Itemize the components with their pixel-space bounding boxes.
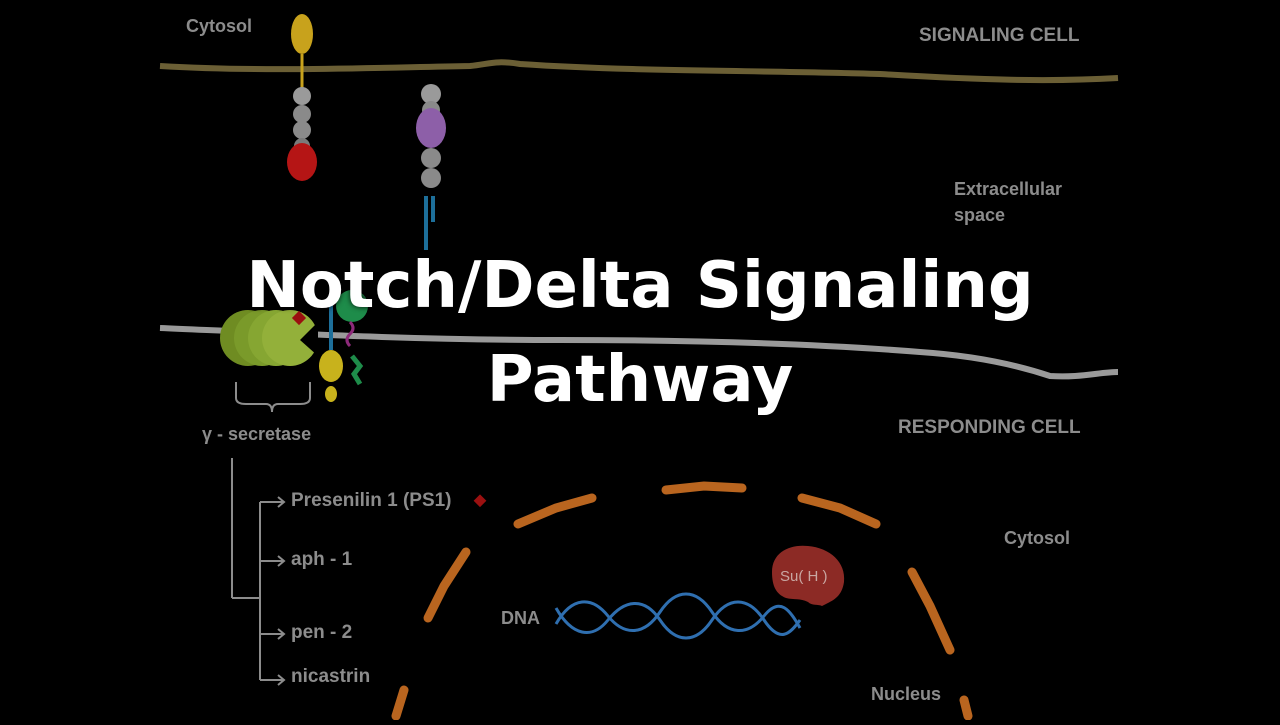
gamma-secretase-complex [220, 310, 318, 366]
component-tree [231, 458, 286, 686]
notch-receptor [416, 84, 446, 250]
dna-helix [554, 592, 802, 640]
extracellular-label-line2: space [954, 205, 1006, 225]
cytosol-top-label: Cytosol [186, 16, 253, 36]
notch-membrane-fragment [319, 290, 368, 402]
nucleus-label: Nucleus [871, 684, 942, 704]
responding-cell-membrane [159, 325, 1119, 380]
title-line-2: Pathway [486, 343, 794, 417]
su-h-protein [772, 545, 845, 606]
dna-label: DNA [501, 608, 540, 628]
signaling-cell-label: SIGNALING CELL [919, 25, 1080, 46]
responding-cell-label: RESPONDING CELL [898, 417, 1081, 438]
component-nicastrin: nicastrin [291, 666, 371, 687]
signaling-cell-membrane [159, 59, 1119, 84]
ps1-marker [473, 494, 487, 508]
component-aph1: aph - 1 [291, 549, 353, 570]
presenilin-marker [291, 310, 307, 326]
secretase-brace [235, 382, 311, 413]
extracellular-label-line1: Extracellular [954, 179, 1063, 199]
component-pen2: pen - 2 [291, 622, 353, 643]
su-h-label: Su( H ) [780, 568, 828, 585]
component-presenilin: Presenilin 1 (PS1) [291, 490, 452, 511]
gamma-secretase-label: γ - secretase [202, 424, 312, 444]
delta-ligand [287, 14, 317, 181]
nuclear-envelope [391, 481, 973, 721]
cytosol-bottom-label: Cytosol [1004, 528, 1071, 548]
title-line-1: Notch/Delta Signaling [246, 249, 1034, 323]
